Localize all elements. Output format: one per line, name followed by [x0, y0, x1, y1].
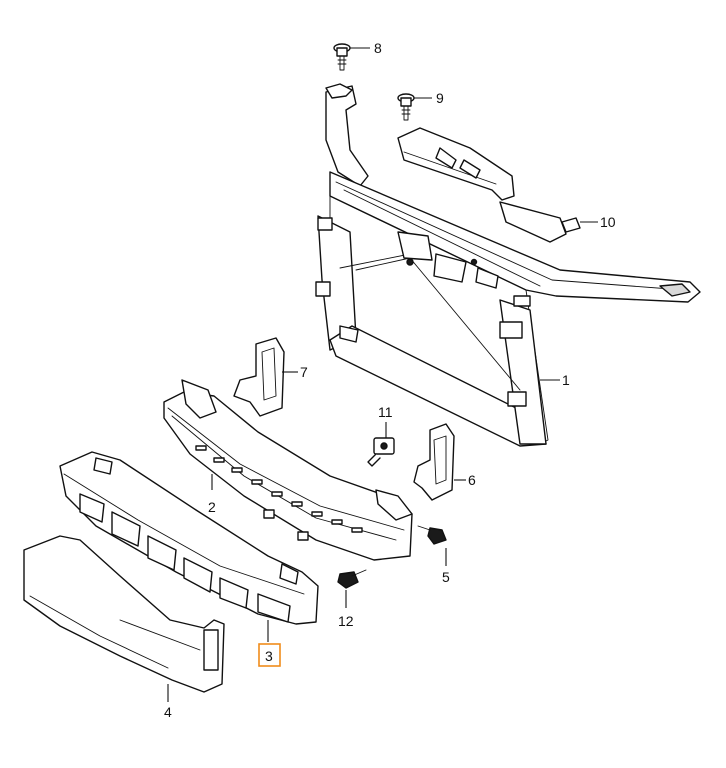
- energy-absorber-part: [59, 451, 319, 625]
- sensor-part: [367, 437, 395, 467]
- callout-3[interactable]: 3: [265, 648, 273, 664]
- callout-9[interactable]: 9: [436, 90, 444, 106]
- callout-12[interactable]: 12: [338, 613, 354, 629]
- impact-beam-part: [163, 379, 413, 561]
- bolt-12-part: [337, 569, 367, 589]
- callout-4[interactable]: 4: [164, 704, 172, 720]
- callout-2[interactable]: 2: [208, 499, 216, 515]
- bolt-8-part: [333, 43, 351, 71]
- callouts: 1 2 3 4 5 6 7 8 9 10 11 12: [164, 40, 616, 720]
- callout-8[interactable]: 8: [374, 40, 382, 56]
- bracket-left-part: [233, 337, 285, 417]
- air-duct-part: [397, 127, 581, 243]
- callout-5[interactable]: 5: [442, 569, 450, 585]
- bracket-right-part: [413, 423, 455, 501]
- lock-carrier-part: [315, 83, 701, 447]
- callout-10[interactable]: 10: [600, 214, 616, 230]
- lower-air-guide-part: [23, 535, 225, 693]
- bolt-9-part: [397, 93, 415, 121]
- callout-7[interactable]: 7: [300, 364, 308, 380]
- callout-1[interactable]: 1: [562, 372, 570, 388]
- bolt-5-part: [417, 525, 447, 545]
- callout-11[interactable]: 11: [378, 404, 393, 420]
- callout-6[interactable]: 6: [468, 472, 476, 488]
- leader-lines: [167, 47, 598, 702]
- callout-3-highlight: [258, 643, 281, 667]
